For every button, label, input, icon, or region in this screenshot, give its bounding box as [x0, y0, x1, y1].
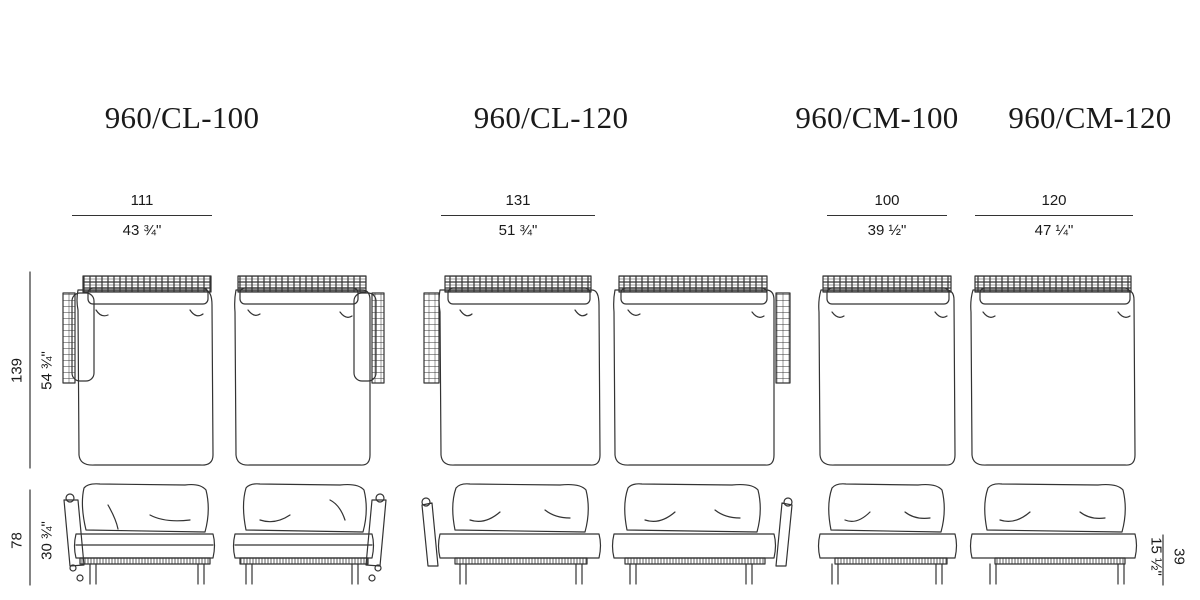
width-cm-label: 111: [130, 192, 154, 209]
front-view-cl120-right: [611, 483, 793, 585]
dimension-rule: [441, 215, 595, 216]
dimension-rule: [72, 215, 212, 216]
width-dimension-cm120: 120 47 ¼": [975, 190, 1133, 242]
width-cm-label: 100: [874, 192, 900, 209]
front-view-cl120-left: [421, 483, 602, 585]
model-title-cm120: 960/CM-120: [1008, 100, 1172, 135]
front-view-cm100: [817, 483, 958, 585]
front-view-cl100-left: [63, 483, 216, 585]
dimension-rule: [975, 215, 1133, 216]
top-view-cl120-right: [613, 275, 791, 466]
width-cm-label: 131: [505, 192, 531, 209]
top-view-cm100: [818, 275, 956, 466]
width-dimension-cl100: 111 43 ¾": [72, 190, 212, 242]
dimension-rule: [827, 215, 947, 216]
front-view-cl100-right: [232, 483, 387, 585]
top-view-cm120: [970, 275, 1136, 466]
front-view-cm120: [969, 483, 1138, 585]
width-dimension-cl120: 131 51 ¾": [441, 190, 595, 242]
width-inch-label: 47 ¼": [1034, 222, 1074, 239]
model-title-cl120: 960/CL-120: [473, 100, 629, 135]
model-title-cm100: 960/CM-100: [795, 100, 959, 135]
top-view-cl120-left: [423, 275, 601, 466]
top-view-cl100-left: [62, 275, 214, 466]
width-cm-label: 120: [1041, 192, 1067, 209]
top-view-cl100-right: [234, 275, 385, 466]
width-dimension-cm100: 100 39 ½": [827, 190, 947, 242]
width-inch-label: 51 ¾": [498, 222, 538, 239]
model-title-cl100: 960/CL-100: [104, 100, 260, 135]
width-inch-label: 39 ½": [867, 222, 907, 239]
width-inch-label: 43 ¾": [122, 222, 162, 239]
